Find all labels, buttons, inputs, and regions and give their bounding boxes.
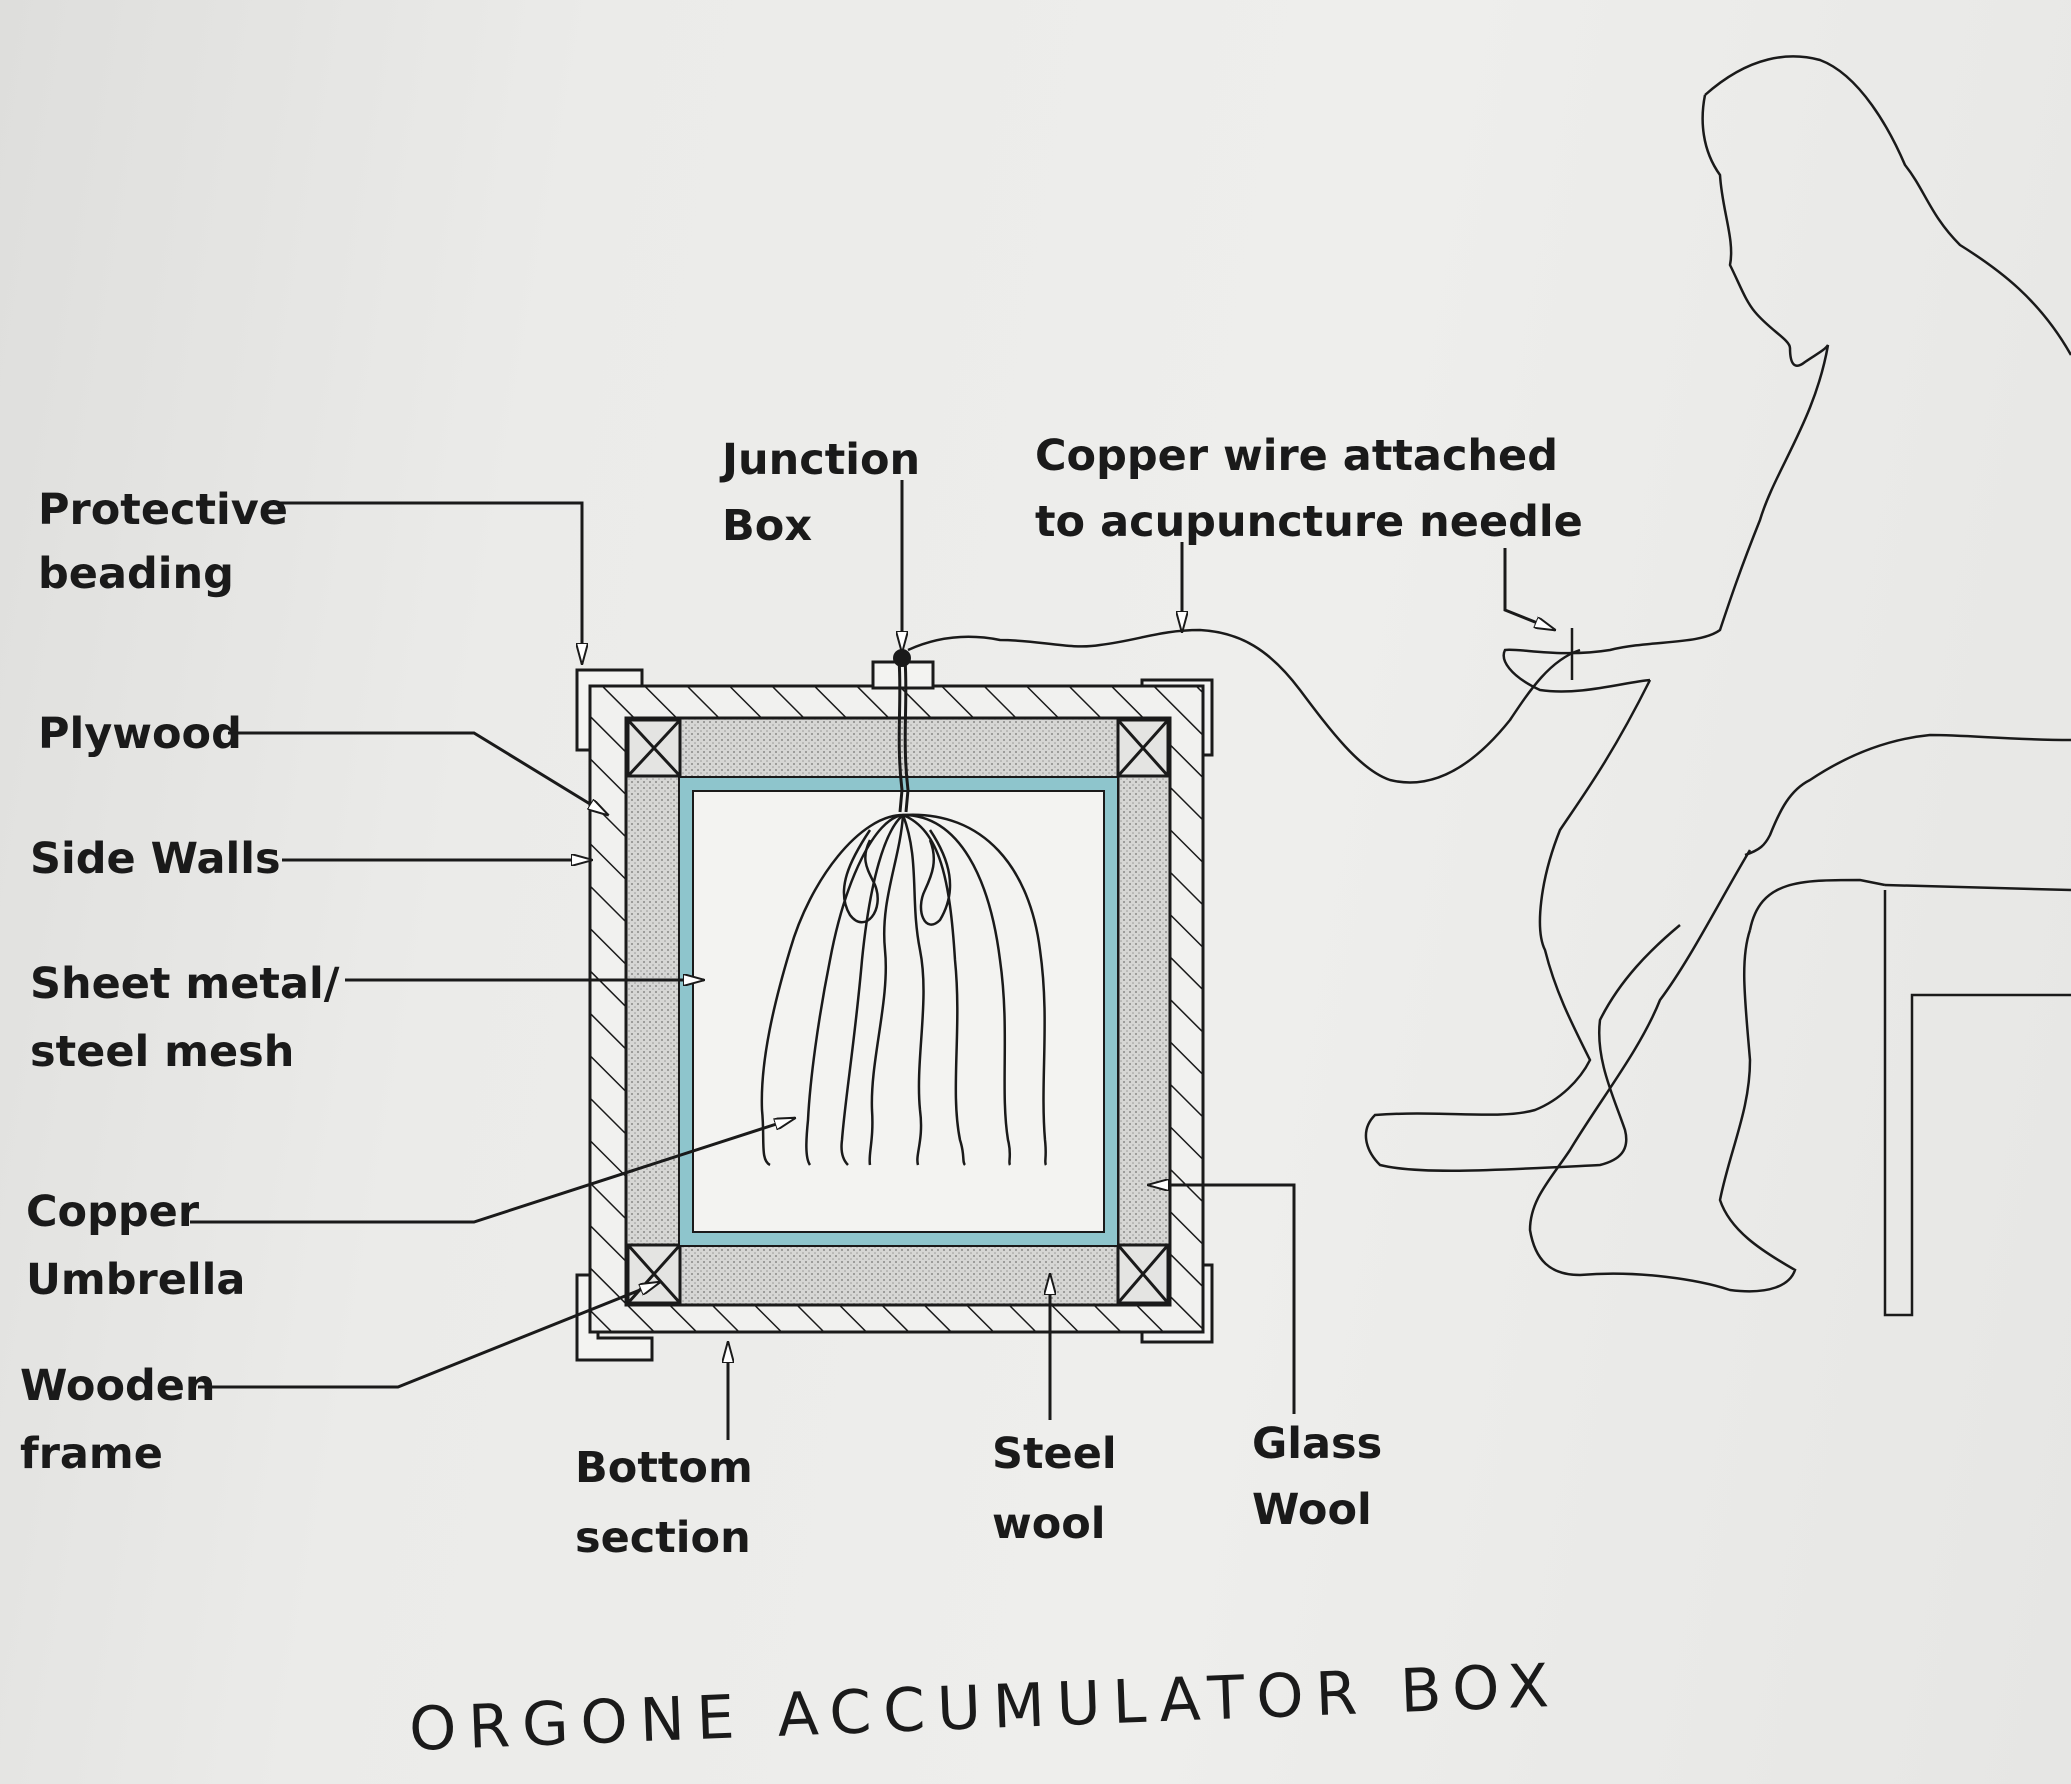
label-line: frame [20,1429,163,1479]
label-line: Sheet metal/ [30,959,340,1009]
label-line: beading [38,549,234,599]
label-copper-wire: Copper wire attached to acupuncture need… [1035,431,1583,547]
label-wooden-frame: Wooden frame [20,1361,216,1479]
label-line: Box [722,501,812,551]
label-line: Copper wire attached [1035,431,1558,481]
leader-lines [190,480,1555,1440]
seated-person-outline [1364,55,2071,1317]
diagram-title: ORGONE ACCUMULATOR BOX [408,1651,1562,1765]
label-line: Wooden [20,1361,216,1411]
label-line: section [575,1513,751,1563]
label-line: Copper [26,1187,200,1237]
label-plywood: Plywood [38,709,242,759]
label-line: Umbrella [26,1255,245,1305]
label-line: Glass [1252,1419,1382,1469]
label-sheet-metal: Sheet metal/ steel mesh [30,959,340,1077]
label-line: steel mesh [30,1027,294,1077]
label-line: Steel [992,1429,1117,1479]
wooden-frame-posts [626,718,1170,1305]
label-line: Bottom [575,1443,753,1493]
label-line: Wool [1252,1485,1372,1535]
label-line: to acupuncture needle [1035,497,1583,547]
label-line: Protective [38,485,288,535]
label-protective-beading: Protective beading [38,485,288,599]
label-bottom-section: Bottom section [575,1443,753,1563]
label-side-walls: Side Walls [30,834,281,884]
label-steel-wool: Steel wool [992,1429,1117,1549]
sheet-metal-layer [679,777,1118,1246]
label-glass-wool: Glass Wool [1252,1419,1382,1535]
label-junction-box: Junction Box [719,435,920,551]
copper-wire [907,628,1581,784]
label-line: Junction [719,435,920,485]
label-line: wool [992,1499,1106,1549]
label-copper-umbrella: Copper Umbrella [26,1187,245,1305]
copper-umbrella [760,813,1048,1167]
accumulator-box [575,628,1581,1362]
